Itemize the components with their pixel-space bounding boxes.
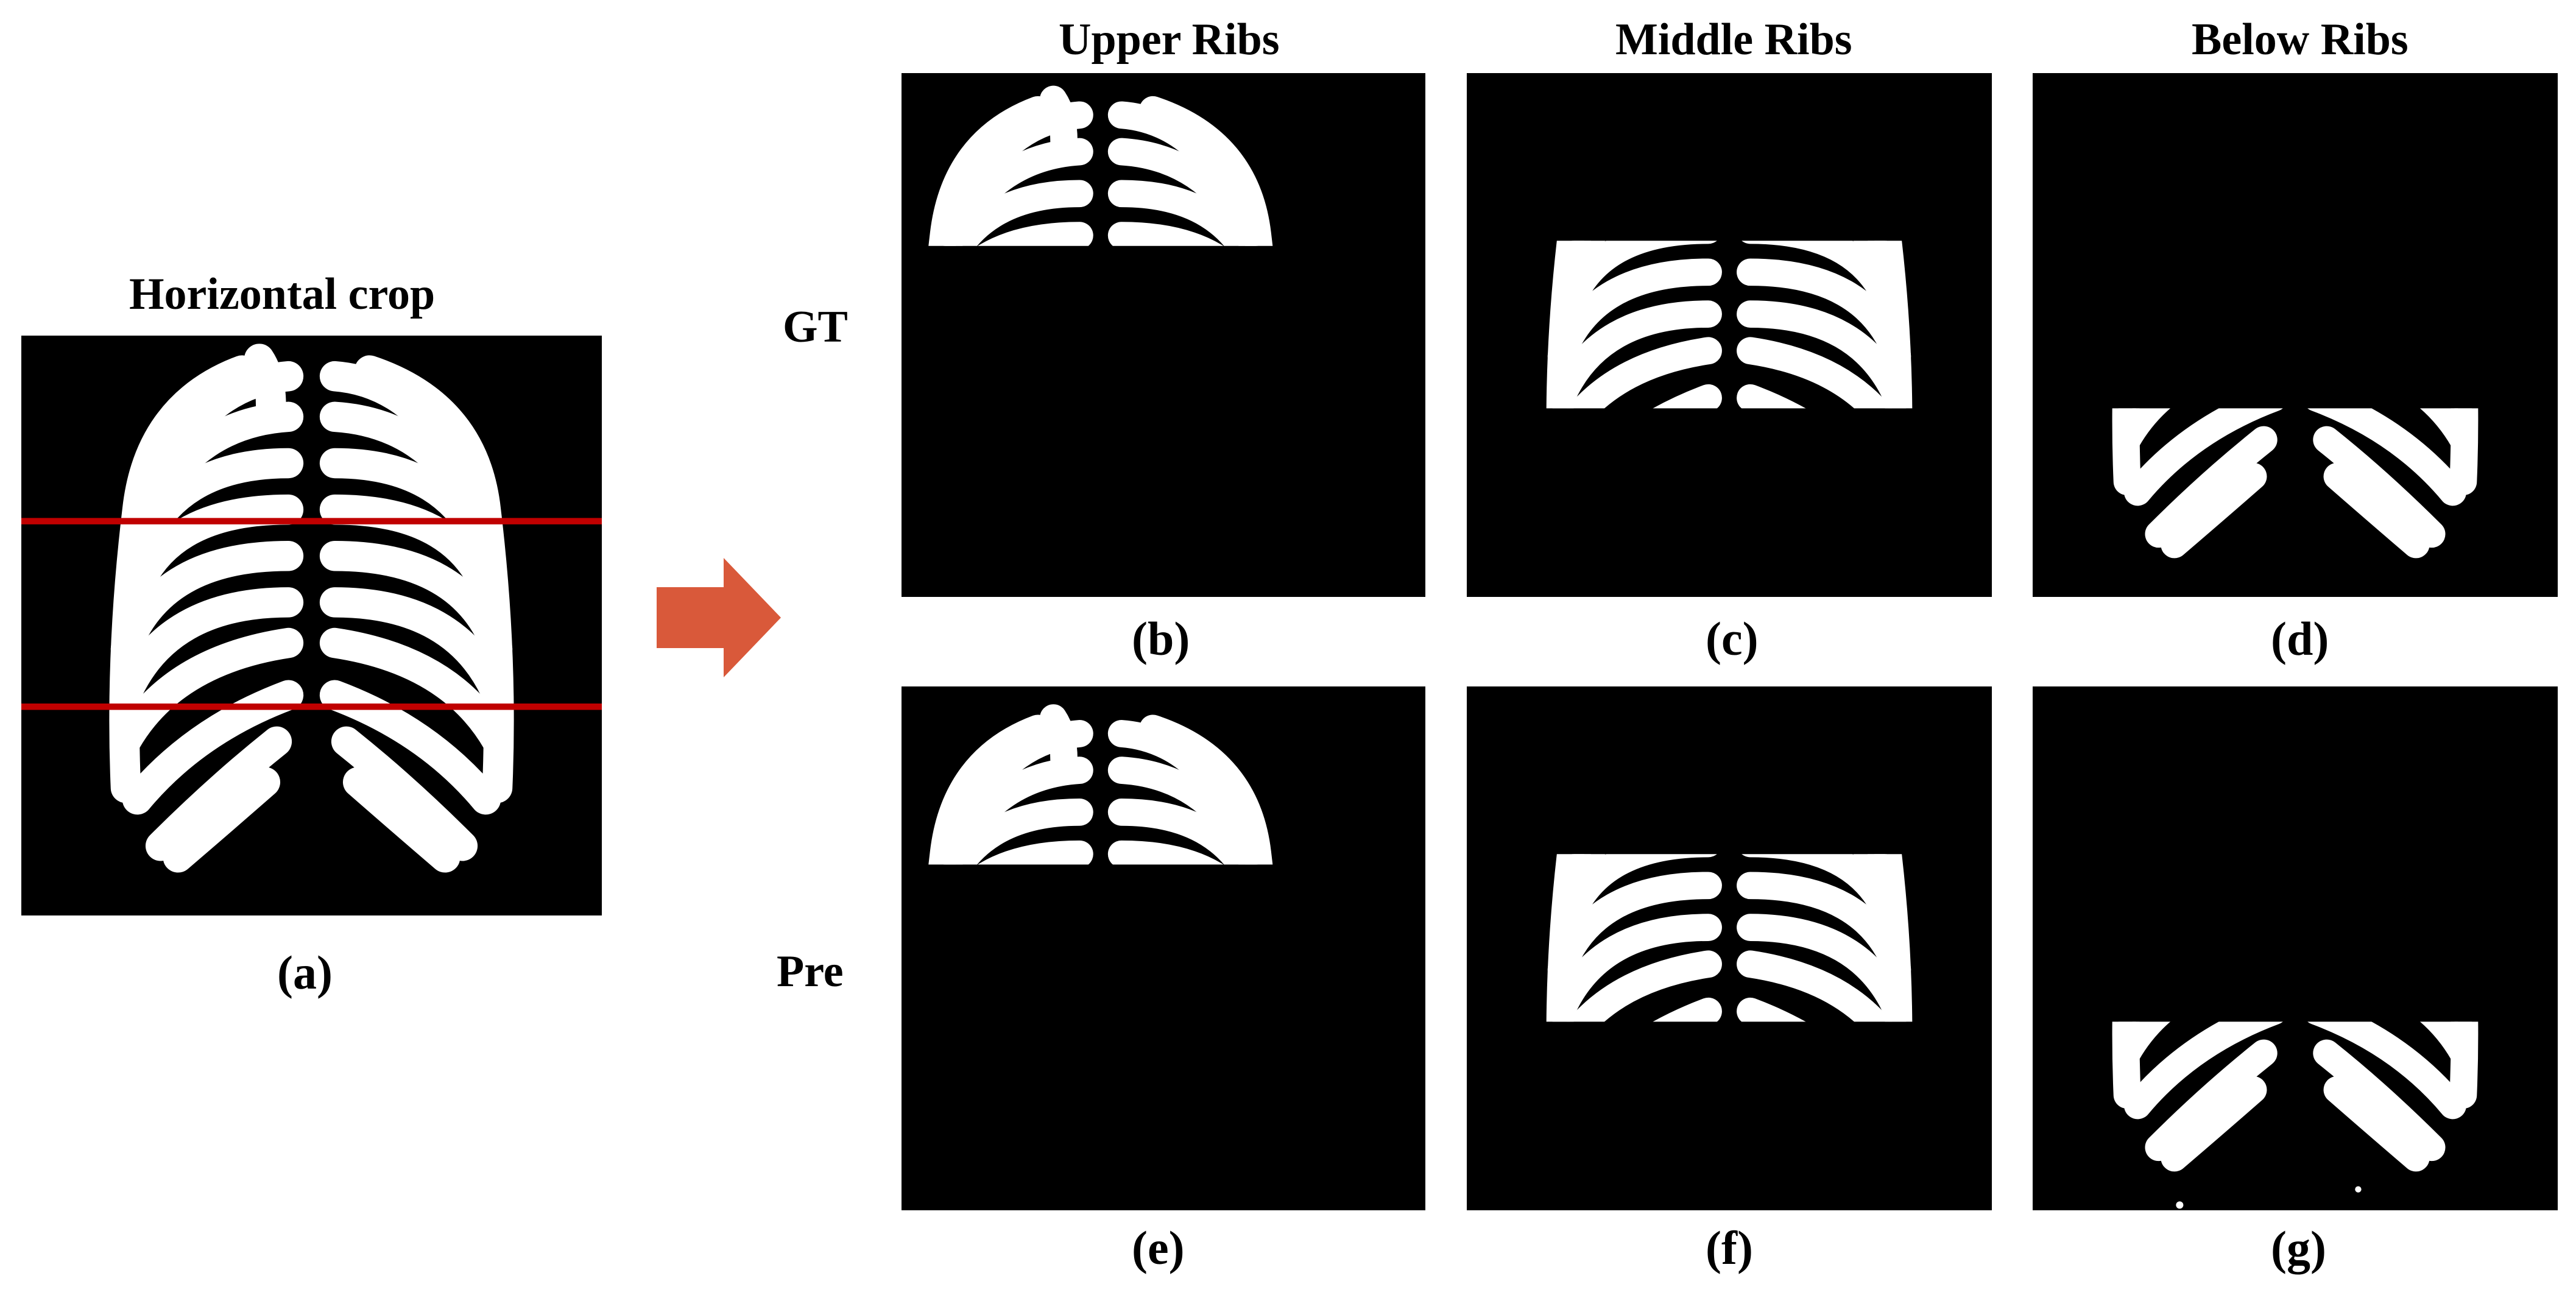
panel-c-gt-middle-ribs	[1467, 73, 1992, 597]
row-label-gt: GT	[783, 302, 848, 352]
panel-b-label: (b)	[1132, 612, 1190, 665]
panel-e-pre-upper-ribs	[902, 686, 1425, 1210]
panel-a-title: Horizontal crop	[129, 269, 436, 319]
panel-a-full-ribcage	[21, 336, 602, 915]
panel-d-label: (d)	[2271, 612, 2329, 665]
panel-g-label: (g)	[2271, 1221, 2326, 1274]
prediction-noise-speck	[2355, 1186, 2362, 1193]
panel-f-pre-middle-ribs	[1467, 686, 1992, 1210]
column-title-upper: Upper Ribs	[1059, 15, 1280, 65]
panel-g-pre-below-ribs	[2033, 686, 2558, 1210]
panel-b-gt-upper-ribs	[902, 73, 1425, 597]
panel-d-gt-below-ribs	[2033, 73, 2558, 597]
column-title-middle: Middle Ribs	[1615, 15, 1852, 65]
arrow-right-icon	[657, 558, 781, 677]
column-title-below: Below Ribs	[2192, 15, 2408, 65]
row-label-pre: Pre	[777, 947, 844, 996]
panel-e-label: (e)	[1132, 1221, 1185, 1274]
panel-a-label: (a)	[277, 946, 333, 999]
prediction-noise-speck	[2176, 1201, 2184, 1209]
panel-f-label: (f)	[1706, 1221, 1753, 1274]
panel-c-label: (c)	[1706, 612, 1759, 665]
